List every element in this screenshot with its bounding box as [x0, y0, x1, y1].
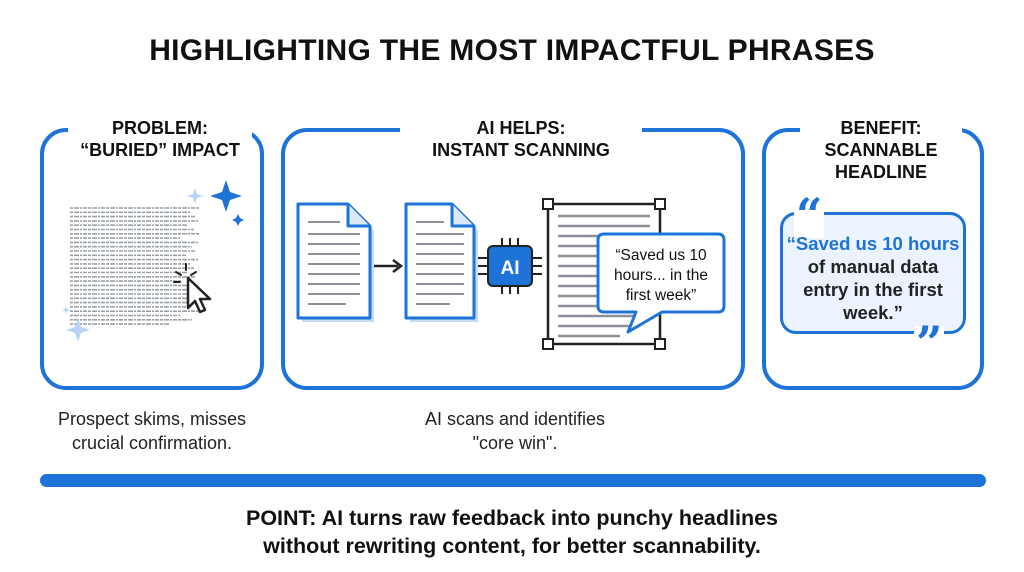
ai-chip-icon: AI: [478, 238, 542, 294]
quote-close-icon: ”: [914, 316, 945, 370]
bubble-line2: hours... in the: [614, 267, 708, 284]
problem-caption-line2: crucial confirmation.: [71, 433, 233, 453]
quote-highlight: “Saved us 10 hours: [786, 233, 960, 254]
problem-panel-title: PROBLEM: “BURIED” IMPACT: [68, 117, 252, 161]
ai-panel-title: AI HELPS: INSTANT SCANNING: [400, 117, 642, 161]
headline-quote: “Saved us 10 hours of manual data entry …: [786, 232, 960, 324]
cursor-icon: [173, 263, 212, 314]
sparkle-icon: [62, 306, 70, 314]
sparkle-icon: [232, 214, 244, 226]
document-icon: [404, 202, 478, 322]
buried-text-illustration: [62, 180, 244, 342]
page-title: HIGHLIGHTING THE MOST IMPACTFUL PHRASES: [149, 34, 875, 67]
ai-caption-line1: AI scans and identifies: [424, 409, 606, 429]
ai-caption-line2: "core win".: [472, 433, 558, 453]
sparkle-icon: [187, 188, 203, 204]
document-icon: [296, 202, 374, 322]
speech-bubble-icon: “Saved us 10 hours... in the first week”: [596, 232, 726, 334]
problem-caption-line1: Prospect skims, misses: [57, 409, 247, 429]
dense-text-lines: [70, 207, 200, 325]
sparkle-icon: [210, 180, 242, 212]
benefit-title-line3: HEADLINE: [834, 162, 927, 182]
point-line2: without rewriting content, for better sc…: [263, 534, 761, 558]
divider-bar: [40, 474, 986, 487]
ai-scanning-illustration: AI “Saved us 10 hours... in the first we…: [296, 198, 726, 350]
sparkle-icon: [66, 318, 90, 342]
ai-title-line1: AI HELPS:: [476, 118, 566, 138]
benefit-title-line1: BENEFIT:: [840, 118, 922, 138]
problem-caption: Prospect skims, misses crucial confirmat…: [28, 407, 276, 455]
problem-title-line1: PROBLEM:: [112, 118, 208, 138]
bubble-line3: first week”: [626, 287, 697, 304]
problem-title-line2: “BURIED” IMPACT: [80, 140, 240, 160]
benefit-title-line2: SCANNABLE: [824, 140, 938, 160]
benefit-panel-title: BENEFIT: SCANNABLE HEADLINE: [800, 117, 962, 183]
arrow-right-icon: [374, 259, 404, 273]
ai-title-line2: INSTANT SCANNING: [432, 140, 610, 160]
ai-chip-label: AI: [501, 258, 520, 279]
quote-open-icon: “: [794, 188, 825, 242]
point-line1: POINT: AI turns raw feedback into punchy…: [245, 506, 779, 530]
bubble-line1: “Saved us 10: [615, 247, 707, 264]
ai-caption: AI scans and identifies "core win".: [390, 407, 640, 455]
quote-rest: of manual data entry in the first week.”: [803, 256, 943, 323]
